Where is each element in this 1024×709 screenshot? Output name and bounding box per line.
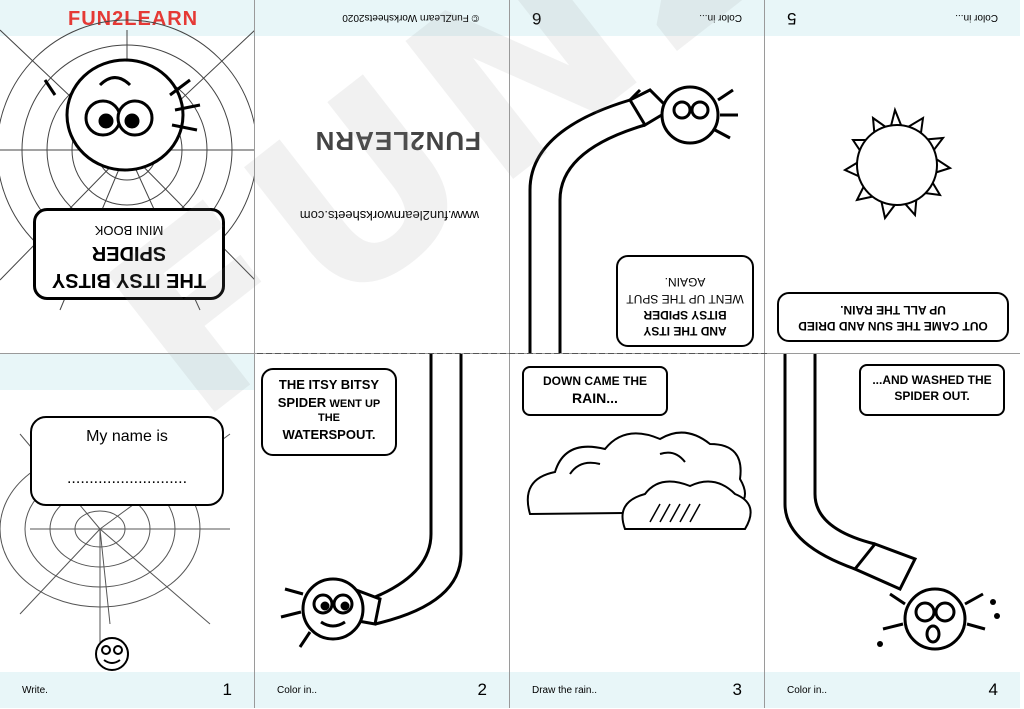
page-2-went-up: WENT UP — [329, 397, 381, 410]
page-5-line2: UP ALL THE RAIN. — [840, 302, 946, 317]
page-1-panel: My name is ........................... W… — [0, 354, 255, 708]
page-3-line1: DOWN CAME THE — [543, 374, 647, 388]
name-field[interactable]: ........................... — [66, 469, 188, 487]
page-2-panel: THE ITSY BITSY SPIDER WENT UP THE WATERS… — [255, 354, 510, 708]
page-6-line3: WENT UP THE SPUT — [626, 291, 744, 306]
page-6-line1: AND THE ITSY — [643, 324, 727, 338]
page-5-line1: OUT CAME THE SUN AND DRIED — [798, 319, 988, 333]
copyright-text: © FunZLearn Worksheets2020 — [342, 12, 479, 23]
page-4-band — [765, 672, 1020, 708]
page-2-spider: SPIDER — [277, 394, 327, 410]
page-1-band — [0, 672, 254, 708]
page-6-line4: AGAIN. — [664, 275, 706, 290]
page-4-line1: ...AND WASHED THE — [872, 373, 992, 387]
page-2-line3: THE — [318, 412, 340, 425]
page-3-number: 3 — [732, 680, 742, 699]
page-2-number: 2 — [477, 680, 487, 699]
back-band — [255, 0, 509, 36]
spider-web-art — [0, 433, 231, 671]
waterspout-art — [528, 85, 738, 353]
page-1-footer: Write. — [22, 685, 48, 696]
cover-title-line1: THE ITSY BITSY — [51, 269, 207, 291]
cover-title-box: THE ITSY BITSY SPIDER MINI BOOK — [33, 208, 225, 300]
spider-icon — [43, 58, 201, 172]
waterspout-art — [783, 354, 1000, 651]
website-text: www.fun2learnworksheets.com — [299, 208, 479, 223]
page-2-line1: THE ITSY BITSY — [278, 377, 380, 392]
spider-web-art — [0, 19, 254, 311]
page-6-panel: Color in... 6 AND THE ITSY BITSY SPIDER … — [510, 0, 765, 354]
page-1-number: 1 — [222, 680, 232, 699]
back-logo: FUN2LEARN — [314, 126, 481, 156]
page-4-bubble: ...AND WASHED THE SPIDER OUT. — [859, 364, 1005, 416]
page-4-line2: SPIDER OUT. — [894, 389, 970, 404]
cover-subtitle: MINI BOOK — [94, 223, 164, 238]
spider-icon — [882, 587, 986, 651]
page-3-panel: DOWN CAME THE RAIN... Draw the rain.. 3 — [510, 354, 765, 708]
waterspout-art — [280, 354, 463, 648]
page-1-top-band — [0, 354, 254, 390]
page-4-panel: ...AND WASHED THE SPIDER OUT. Color in..… — [765, 354, 1020, 708]
page-6-bubble: AND THE ITSY BITSY SPIDER WENT UP THE SP… — [616, 255, 754, 347]
page-2-bubble: THE ITSY BITSY SPIDER WENT UP THE WATERS… — [261, 368, 397, 456]
name-box: My name is ........................... — [30, 416, 224, 506]
cover-panel: FUN2LEARN THE ITSY BITSY SPIDER MINI BOO… — [0, 0, 255, 354]
page-2-footer: Color in.. — [277, 685, 318, 696]
cover-title-line2: SPIDER — [91, 242, 167, 264]
page-4-footer: Color in.. — [787, 685, 828, 696]
cloud-icon — [526, 431, 752, 530]
spider-icon — [660, 85, 738, 145]
page-5-band — [765, 0, 1020, 36]
page-5-panel: Color in... 5 OUT CAME THE SUN AND DRIED… — [765, 0, 1020, 354]
page-2-band — [255, 672, 509, 708]
page-3-bubble: DOWN CAME THE RAIN... — [522, 366, 668, 416]
page-6-line2: BITSY SPIDER — [643, 307, 727, 322]
page-3-footer: Draw the rain.. — [532, 685, 598, 696]
back-cover-panel: © FunZLearn Worksheets2020 www.fun2learn… — [255, 0, 510, 354]
page-3-band — [510, 672, 764, 708]
spider-icon — [95, 637, 129, 671]
page-6-band — [510, 0, 764, 36]
page-5-bubble: OUT CAME THE SUN AND DRIED UP ALL THE RA… — [777, 292, 1009, 342]
page-3-line2: RAIN... — [572, 390, 618, 407]
page-2-line4: WATERSPOUT. — [282, 427, 376, 443]
name-label: My name is — [86, 428, 168, 445]
cover-logo: FUN2LEARN — [68, 8, 199, 30]
spider-icon — [280, 577, 365, 648]
sun-icon — [842, 106, 953, 221]
page-4-number: 4 — [988, 680, 998, 699]
page-2-line2: SPIDER WENT UP — [263, 394, 395, 412]
